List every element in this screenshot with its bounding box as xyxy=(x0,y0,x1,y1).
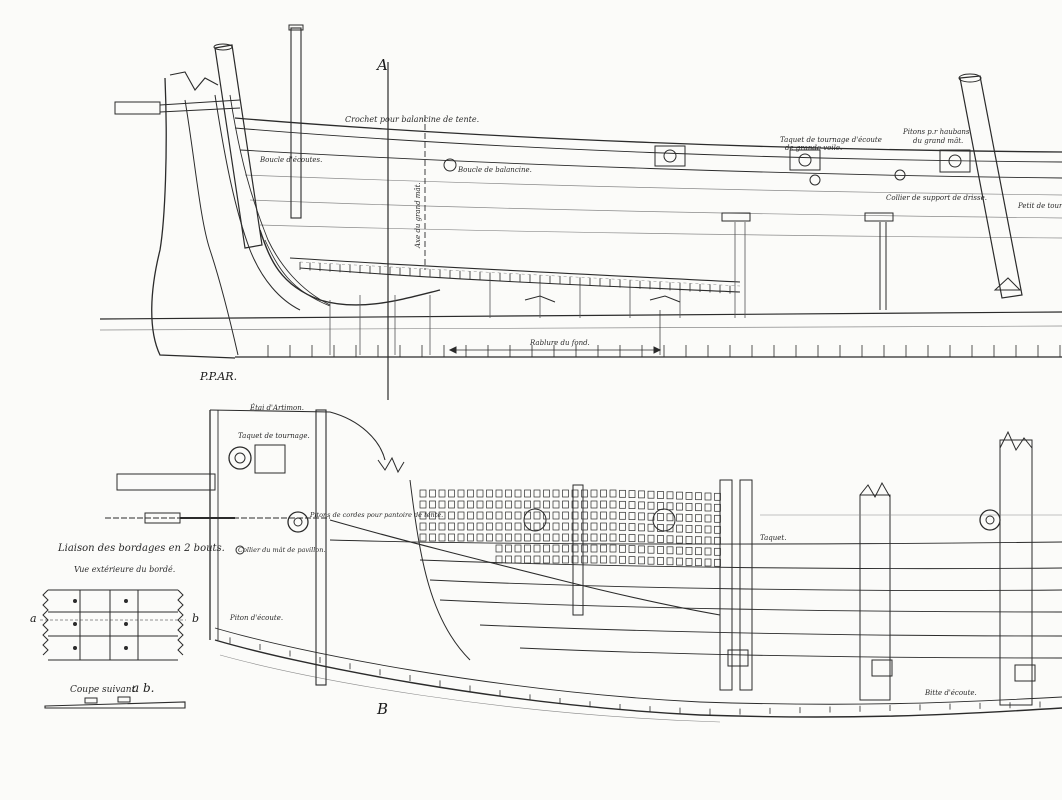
labels: A B P.P.AR. Crochet pour balancine de te… xyxy=(30,56,1062,718)
keel-line xyxy=(99,311,1062,320)
label-crochet-balancine: Crochet pour balancine de tente. xyxy=(345,115,479,124)
label-collier-support-drisse: Collier de support de drisse. xyxy=(886,194,987,202)
label-etai-artimon: Étai d'Artimon. xyxy=(249,403,304,412)
flag-staff xyxy=(290,27,302,219)
label-petit-tournage: Petit de tourn. xyxy=(1017,202,1062,210)
label-bitte-ecoute: Bitte d'écoute. xyxy=(924,689,977,697)
hull-bottom xyxy=(214,639,1062,718)
label-du-grand-mat: du grand mât. xyxy=(913,137,963,145)
label-pitons-cordes: Pitons de cordes pour pantoire de tente. xyxy=(309,511,443,519)
label-taquet-tournage-ecoute: Taquet de tournage d'écoute xyxy=(780,136,882,144)
section-a-label: A xyxy=(375,56,388,74)
label-collier-mat-pavillon: Collier du mât de pavillon. xyxy=(238,546,325,554)
elevation-view xyxy=(99,24,1062,400)
stern-profile xyxy=(151,77,236,359)
main-mast xyxy=(959,75,1023,299)
label-pitons-haubans: Pitons p.r haubans xyxy=(902,128,970,136)
label-vertical-axis: Axe du grand mât. xyxy=(414,182,422,249)
label-taquet-tournage: Taquet de tournage. xyxy=(238,432,310,440)
ppar-label: P.P.AR. xyxy=(199,370,237,383)
inset-plank-joint xyxy=(40,589,186,709)
label-boucle-ecoutes: Boucle d'écoutes. xyxy=(259,156,322,164)
coupe-suivant-label: Coupe suivant xyxy=(70,685,136,695)
inset-b-label: b xyxy=(192,612,199,625)
sheer-line xyxy=(234,117,1062,153)
coupe-ab-label: a b. xyxy=(132,681,154,695)
label-piton-ecoute: Piton d'écoute. xyxy=(229,614,283,622)
label-taquet: Taquet. xyxy=(760,534,786,542)
label-de-grande-voile: de grande voile. xyxy=(785,144,842,152)
section-b-label: B xyxy=(376,700,388,718)
interior-view xyxy=(105,409,1062,723)
label-rablure-fond: Rablure du fond. xyxy=(529,339,590,347)
mizzen-mast xyxy=(214,44,263,249)
inset-title: Liaison des bordages en 2 bouts. xyxy=(57,543,225,554)
inset-a-label: a xyxy=(30,612,37,625)
label-boucle-balancine: Boucle de balancine. xyxy=(457,166,532,174)
inset-subtitle: Vue extérieure du bordé. xyxy=(74,565,175,574)
